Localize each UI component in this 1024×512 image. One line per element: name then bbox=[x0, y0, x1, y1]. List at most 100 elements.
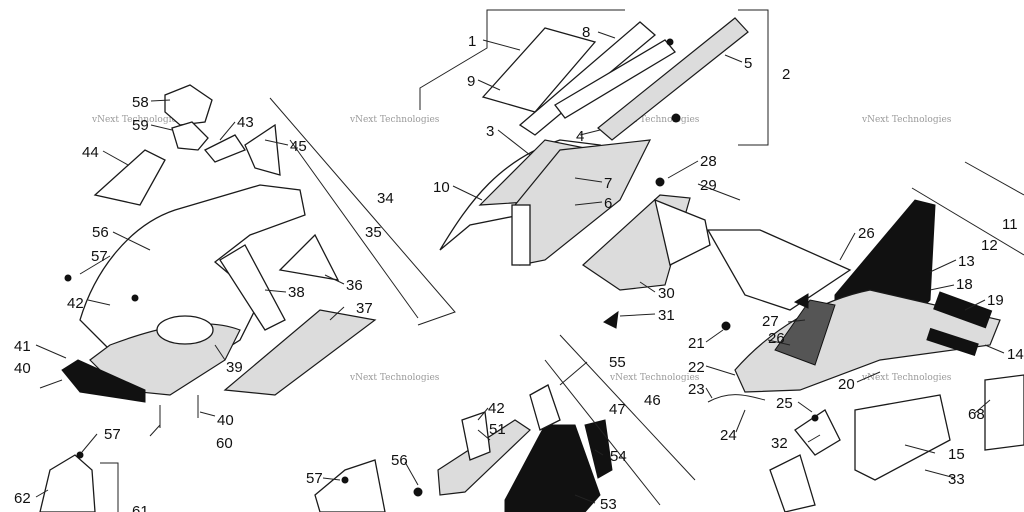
fastener bbox=[131, 294, 139, 302]
fastener-21 bbox=[721, 321, 731, 331]
callout-label: 28 bbox=[700, 153, 717, 170]
callout-label: 33 bbox=[948, 471, 965, 488]
callout-label: 5 bbox=[744, 55, 752, 72]
arrow-mark bbox=[793, 293, 809, 309]
callout-label: 15 bbox=[948, 446, 965, 463]
box-part-33 bbox=[854, 394, 951, 481]
callout-label: 3 bbox=[486, 123, 494, 140]
fastener-57 bbox=[76, 451, 84, 459]
callout-label: 30 bbox=[658, 285, 675, 302]
bottom-left-parts bbox=[39, 451, 423, 512]
panel-part-62 bbox=[39, 454, 96, 512]
callout-label: 57 bbox=[104, 426, 121, 443]
watermark: vNext Technologies bbox=[609, 115, 700, 125]
side-panel-assembly bbox=[582, 177, 852, 329]
callout-label: 54 bbox=[610, 448, 627, 465]
bracket-part-55 bbox=[529, 384, 561, 431]
callout-label: 44 bbox=[82, 144, 99, 161]
panel-part-29 bbox=[706, 229, 852, 311]
callout-label: 22 bbox=[688, 359, 705, 376]
gasket-part-59 bbox=[171, 121, 209, 151]
gasket-part-58 bbox=[164, 84, 213, 126]
watermark: vNext Technologies bbox=[349, 115, 440, 125]
callout-label: 62 bbox=[14, 490, 31, 507]
callout-label: 6 bbox=[604, 195, 612, 212]
callout-label: 2 bbox=[782, 66, 790, 83]
arrow-mark-31 bbox=[603, 310, 619, 329]
callout-label: 38 bbox=[288, 284, 305, 301]
stripe-part-19 bbox=[933, 291, 993, 329]
callout-label: 4 bbox=[576, 128, 584, 145]
lower-panel-part bbox=[734, 289, 1001, 393]
bracket-47 bbox=[544, 359, 661, 506]
fastener bbox=[666, 38, 674, 46]
bracket-34 bbox=[269, 97, 456, 326]
stripe-part-14 bbox=[926, 327, 979, 356]
leader-lines bbox=[35, 31, 1005, 504]
callout-label: 61 bbox=[132, 503, 149, 512]
callout-label: 40 bbox=[217, 412, 234, 429]
callout-label: 57 bbox=[306, 470, 323, 487]
bracket-61 bbox=[100, 462, 119, 512]
callout-label: 7 bbox=[604, 175, 612, 192]
bottom-side-panel-assembly bbox=[437, 384, 613, 512]
bracket-part bbox=[654, 198, 711, 266]
cowl-assembly bbox=[39, 84, 377, 428]
right-panel-assembly bbox=[707, 199, 1024, 512]
callout-label: 53 bbox=[600, 496, 617, 512]
callout-label: 23 bbox=[688, 381, 705, 398]
decal-part-44 bbox=[93, 149, 166, 206]
callout-label: 19 bbox=[987, 292, 1004, 309]
callout-label: 21 bbox=[688, 335, 705, 352]
trim-part-68 bbox=[984, 374, 1024, 451]
bracket-35 bbox=[289, 139, 419, 319]
callout-label: 12 bbox=[981, 237, 998, 254]
fastener-25 bbox=[811, 414, 819, 422]
callout-label: 55 bbox=[609, 354, 626, 371]
callout-label: 39 bbox=[226, 359, 243, 376]
callout-label: 42 bbox=[67, 295, 84, 312]
rail-part bbox=[554, 39, 676, 119]
callout-label: 46 bbox=[644, 392, 661, 409]
trim-part-41 bbox=[61, 359, 146, 403]
bracket-46 bbox=[559, 334, 696, 481]
callout-label: 60 bbox=[216, 435, 233, 452]
callout-label: 57 bbox=[91, 248, 108, 265]
callout-label: 10 bbox=[433, 179, 450, 196]
callout-label: 34 bbox=[377, 190, 394, 207]
callout-label: 59 bbox=[132, 117, 149, 134]
callout-label: 8 bbox=[582, 24, 590, 41]
callout-label: 42 bbox=[488, 400, 505, 417]
bracket-part-56 bbox=[314, 459, 386, 512]
panel-part-36 bbox=[278, 233, 340, 281]
callout-label: 13 bbox=[958, 253, 975, 270]
callout-label: 20 bbox=[838, 376, 855, 393]
callout-label: 68 bbox=[968, 406, 985, 423]
callout-label: 18 bbox=[956, 276, 973, 293]
watermark: vNext Technologies bbox=[861, 115, 952, 125]
callout-label: 37 bbox=[356, 300, 373, 317]
callout-label: 36 bbox=[346, 277, 363, 294]
callout-label: 47 bbox=[609, 401, 626, 418]
watermark: vNext Technologies bbox=[349, 373, 440, 383]
decal-part-9 bbox=[481, 27, 597, 113]
panel-part-51 bbox=[437, 419, 531, 496]
callout-label: 27 bbox=[762, 313, 779, 330]
cowl-part bbox=[79, 184, 306, 366]
callout-label: 51 bbox=[489, 421, 506, 438]
decal-part-45 bbox=[244, 123, 281, 176]
fastener-57 bbox=[341, 476, 349, 484]
fastener-28 bbox=[655, 177, 665, 187]
callout-label: 9 bbox=[467, 73, 475, 90]
bracket-2 bbox=[738, 9, 769, 146]
watermark: vNext Technologies bbox=[91, 115, 182, 125]
fastener-57 bbox=[64, 274, 72, 282]
cable-24 bbox=[707, 394, 766, 403]
bracket-1 bbox=[419, 9, 625, 110]
callout-label: 58 bbox=[132, 94, 149, 111]
callout-label: 35 bbox=[365, 224, 382, 241]
callout-label: 41 bbox=[14, 338, 31, 355]
bracket-part bbox=[511, 204, 531, 266]
trim-part-54 bbox=[584, 419, 613, 479]
